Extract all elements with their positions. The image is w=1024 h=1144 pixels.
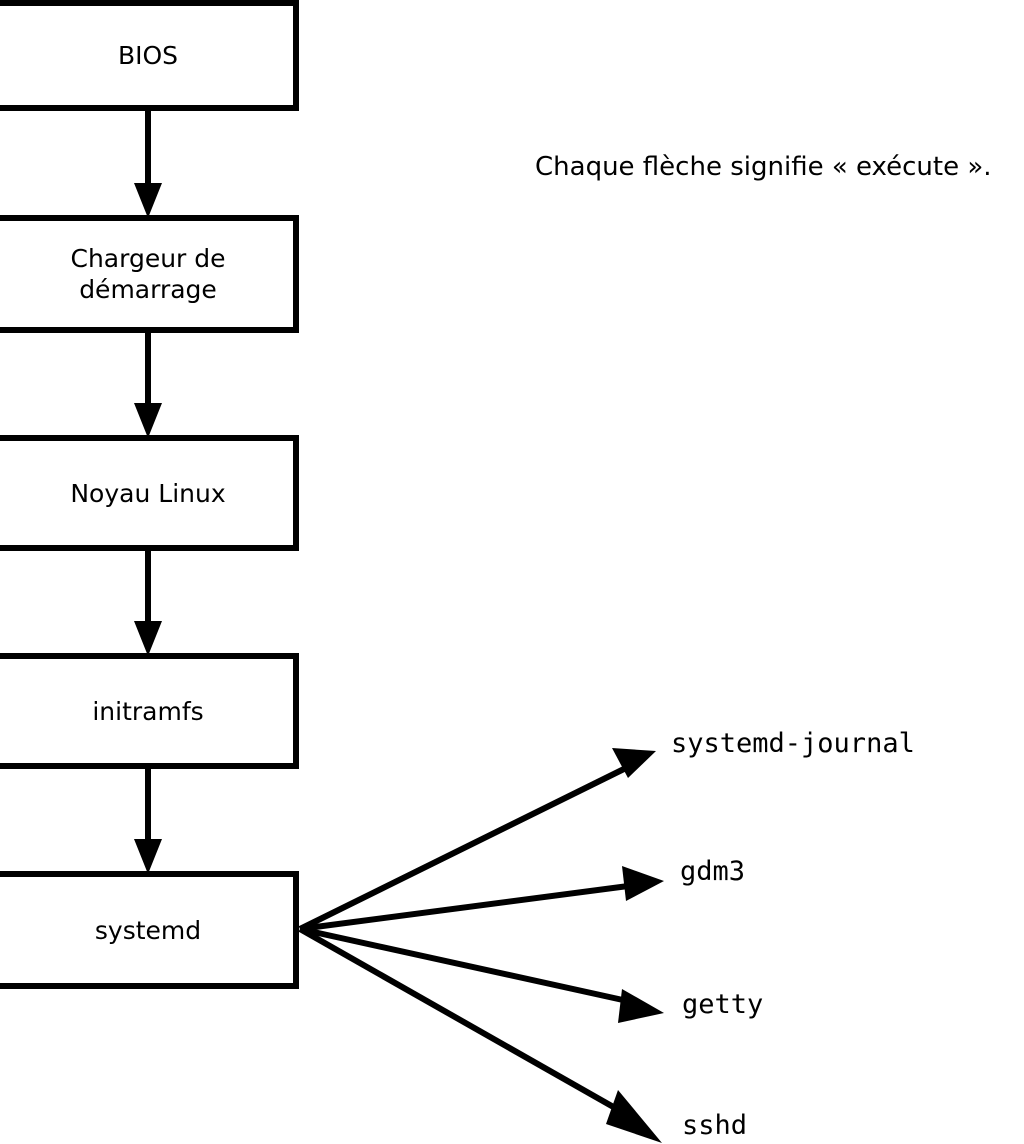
arrowhead-bios-to-bootloader [134,183,162,218]
arrow-systemd-to-gdm3 [299,882,637,932]
service-label-getty: getty [682,989,764,1020]
service-label-systemd-journal: systemd-journal [671,728,915,759]
arrowhead-systemd-to-sshd [606,1090,662,1143]
arrowhead-systemd-to-getty [618,989,664,1023]
arrowhead-systemd-to-systemd-journal [612,748,656,778]
box-bios[interactable] [0,0,299,111]
service-label-gdm3: gdm3 [680,856,746,887]
arrowhead-bootloader-to-kernel [134,403,162,438]
arrow-systemd-to-sshd [298,926,626,1116]
box-initramfs[interactable] [0,653,299,769]
box-systemd[interactable] [0,871,299,989]
arrowhead-systemd-to-gdm3 [622,866,664,901]
diagram-caption: Chaque flèche signifie « exécute ». [535,152,992,182]
arrow-systemd-to-getty [299,926,633,1005]
box-kernel[interactable] [0,435,299,551]
arrowhead-kernel-to-initramfs [134,621,162,656]
arrow-systemd-to-systemd-journal [298,763,632,932]
service-label-sshd: sshd [682,1110,748,1141]
arrowhead-initramfs-to-systemd [134,839,162,874]
box-bootloader[interactable] [0,215,299,333]
